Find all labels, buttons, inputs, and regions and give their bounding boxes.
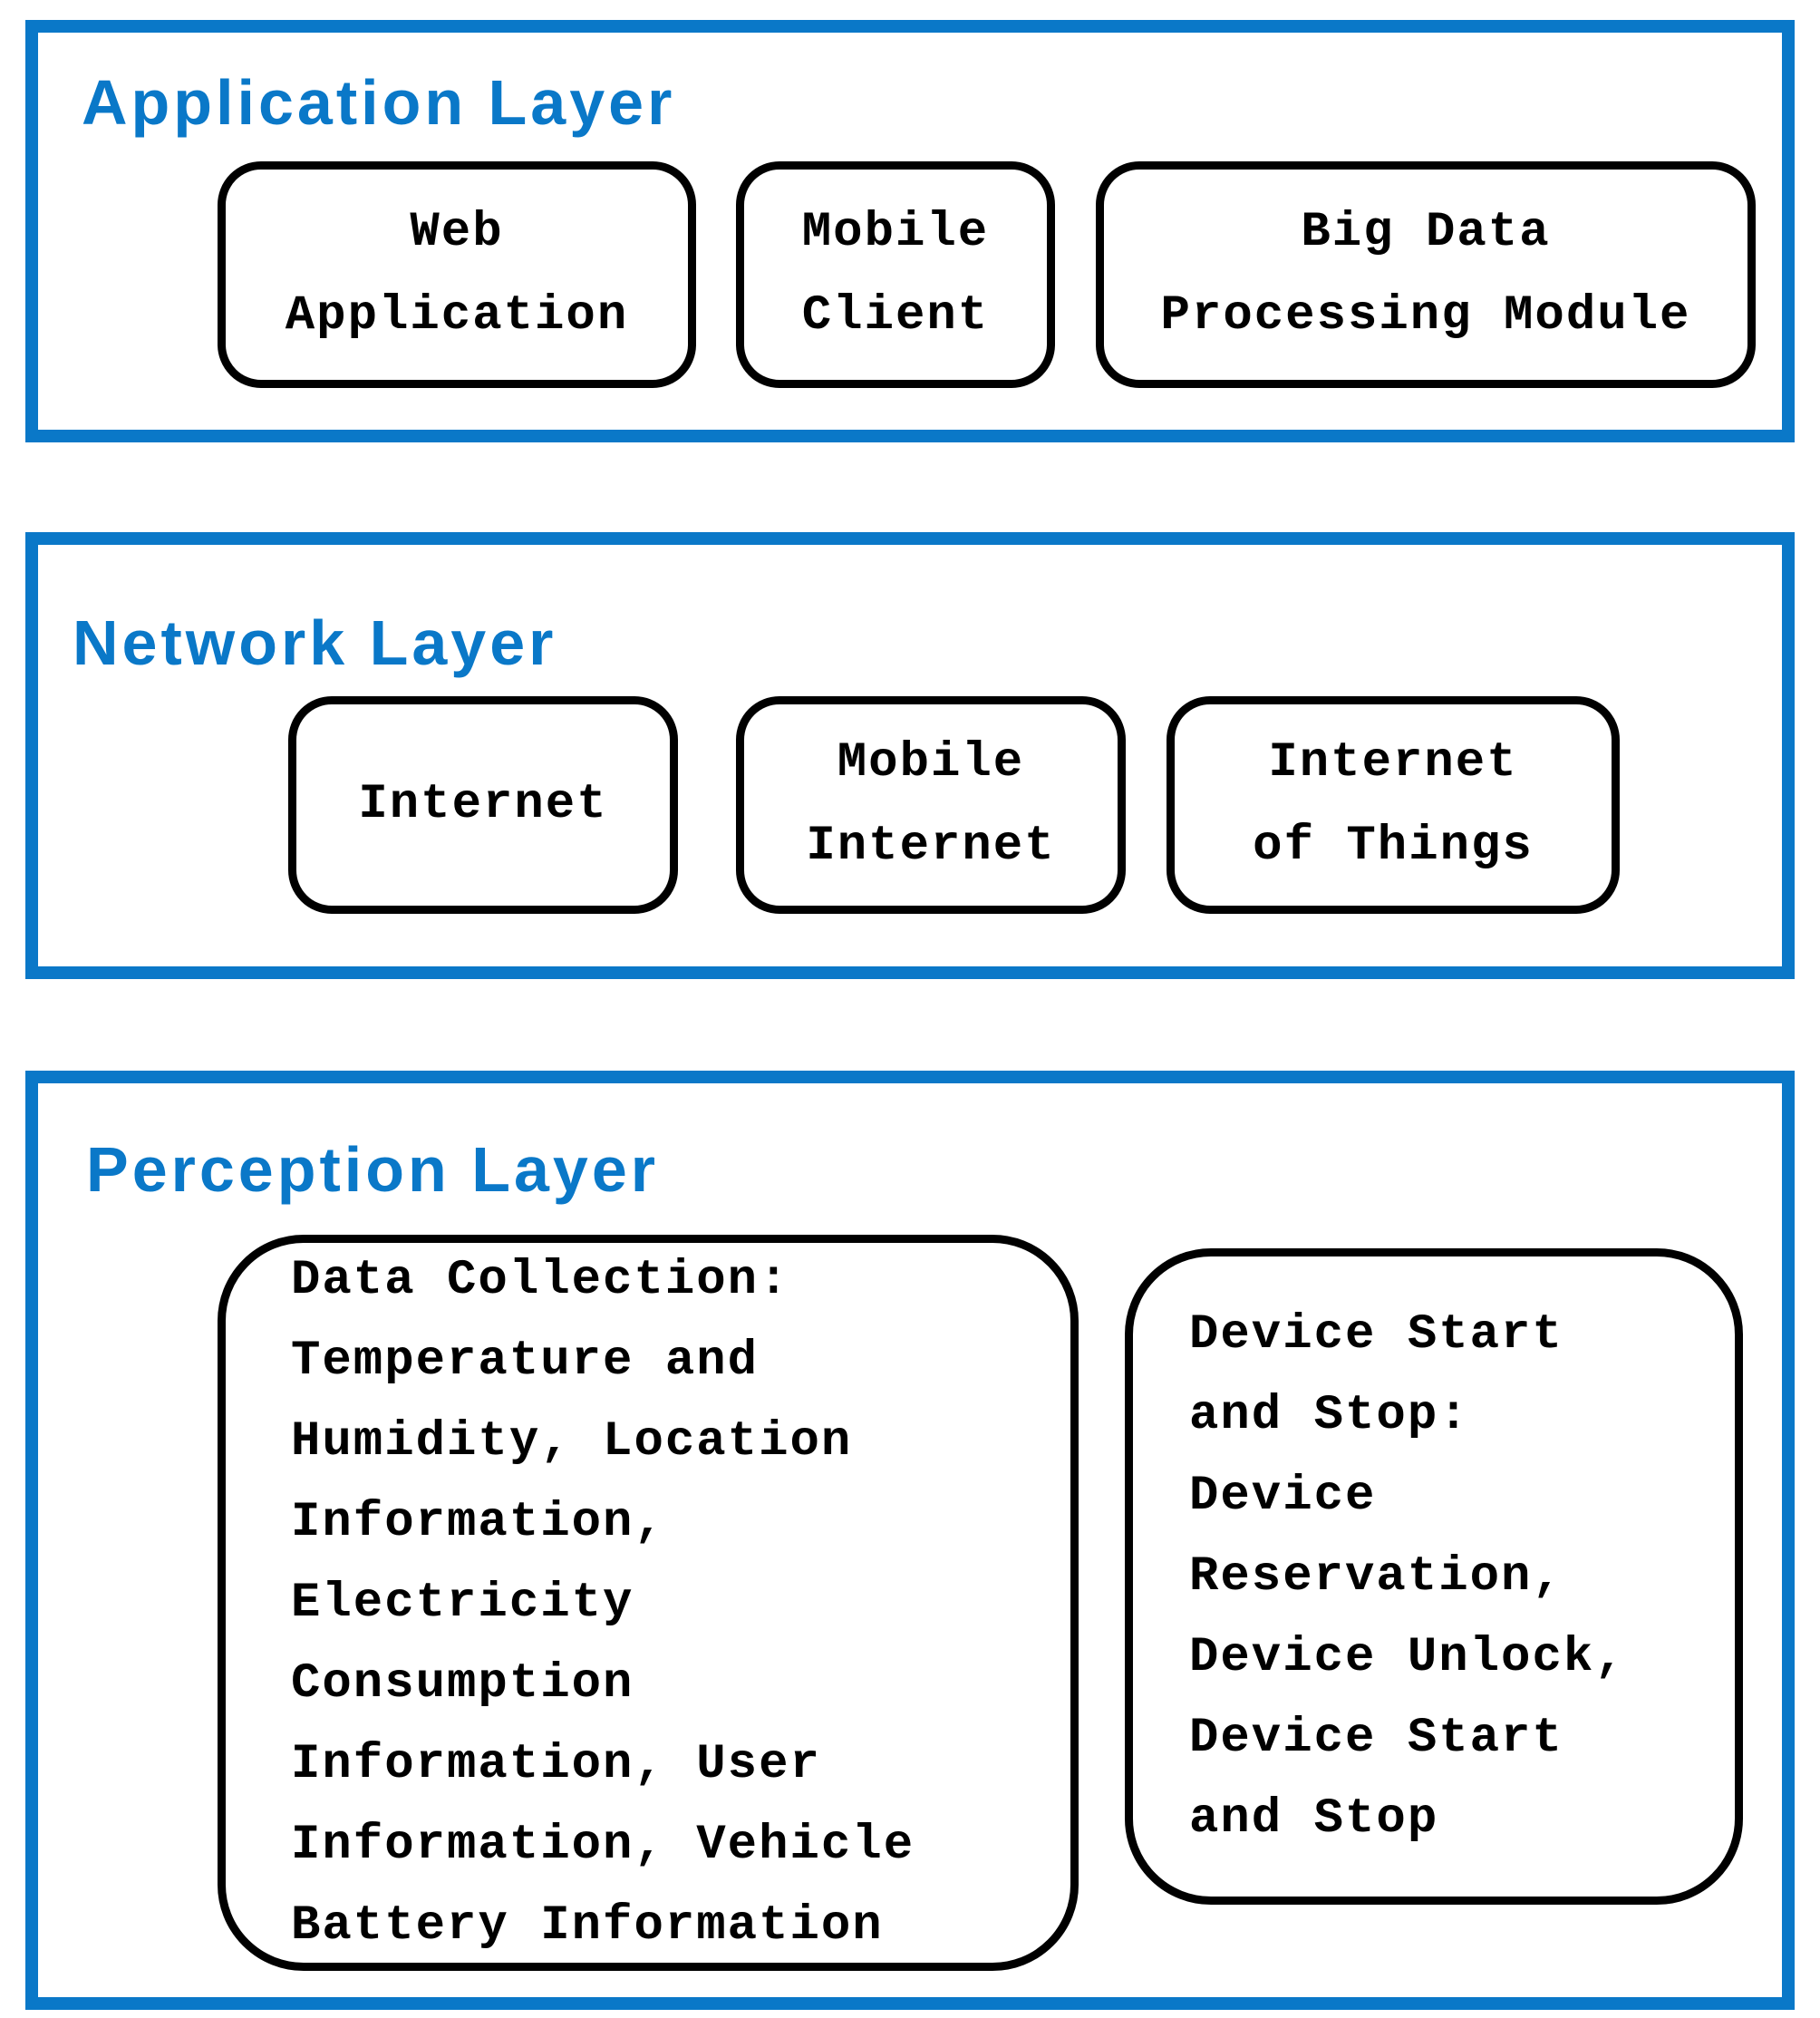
network-layer-title: Network Layer bbox=[73, 607, 557, 678]
application-layer-title: Application Layer bbox=[82, 67, 676, 138]
perception-layer-section: Perception Layer Data Collection: Temper… bbox=[25, 1071, 1795, 2010]
internet-of-things-box: Internet of Things bbox=[1167, 696, 1620, 914]
network-layer-section: Network Layer Internet Mobile Internet I… bbox=[25, 532, 1795, 979]
application-layer-section: Application Layer Web Application Mobile… bbox=[25, 20, 1795, 442]
big-data-processing-module-box: Big Data Processing Module bbox=[1096, 161, 1756, 388]
mobile-client-box: Mobile Client bbox=[736, 161, 1055, 388]
mobile-internet-box: Mobile Internet bbox=[736, 696, 1126, 914]
internet-box: Internet bbox=[288, 696, 678, 914]
data-collection-box: Data Collection: Temperature and Humidit… bbox=[218, 1235, 1079, 1971]
web-application-box: Web Application bbox=[218, 161, 696, 388]
perception-layer-title: Perception Layer bbox=[86, 1134, 659, 1205]
device-start-stop-box: Device Start and Stop: Device Reservatio… bbox=[1125, 1248, 1743, 1905]
